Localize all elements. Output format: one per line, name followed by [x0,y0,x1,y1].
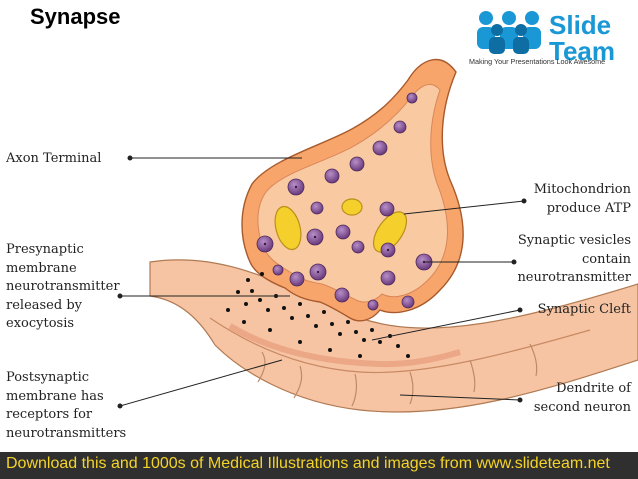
label-line: contain [582,251,631,267]
mitochondrion [274,198,408,253]
label-line: Mitochondrion [533,182,631,197]
label-presynaptic: Presynaptic membrane neurotransmitter re… [6,241,120,334]
label-line: neurotransmitter [517,270,631,285]
label-dendrite: Dendrite of second neuron [534,380,631,417]
axon-terminal [241,58,464,322]
footer-download-link[interactable]: Download this and 1000s of Medical Illus… [6,455,610,472]
label-line: Postsynaptic [6,370,90,385]
label-mitochondrion: Mitochondrion produce ATP [534,181,631,218]
label-line: Presynaptic [6,242,84,257]
label-synaptic-cleft: Synaptic Cleft [537,302,631,317]
logo-brand-line2: Team [549,36,615,66]
label-line: released by [6,297,82,313]
label-line: neurotransmitter [6,279,120,294]
leader-lines [117,155,527,409]
label-postsynaptic: Postsynaptic membrane has receptors for … [6,369,126,443]
label-line: neurotransmitters [6,425,127,441]
label-line: produce ATP [546,200,631,216]
label-synaptic-vesicles: Synaptic vesicles contain neurotransmitt… [517,232,631,288]
label-line: membrane has [6,388,104,404]
label-line: exocytosis [6,316,75,331]
label-line: second neuron [533,399,631,415]
label-line: Dendrite of [556,381,631,396]
label-line: Synaptic vesicles [517,233,631,248]
page-title: Synapse [30,4,121,29]
neurotransmitter-dots [226,272,410,358]
logo-brand-line1: Slide [549,10,612,40]
footer-bar [0,452,638,479]
label-line: membrane [6,260,77,276]
synaptic-vesicles [256,92,433,311]
label-line: receptors for [6,407,93,422]
people-icon [477,11,541,54]
logo-tagline: Making Your Presentations Look Awesome [469,57,606,66]
label-axon-terminal: Axon Terminal [6,151,102,166]
